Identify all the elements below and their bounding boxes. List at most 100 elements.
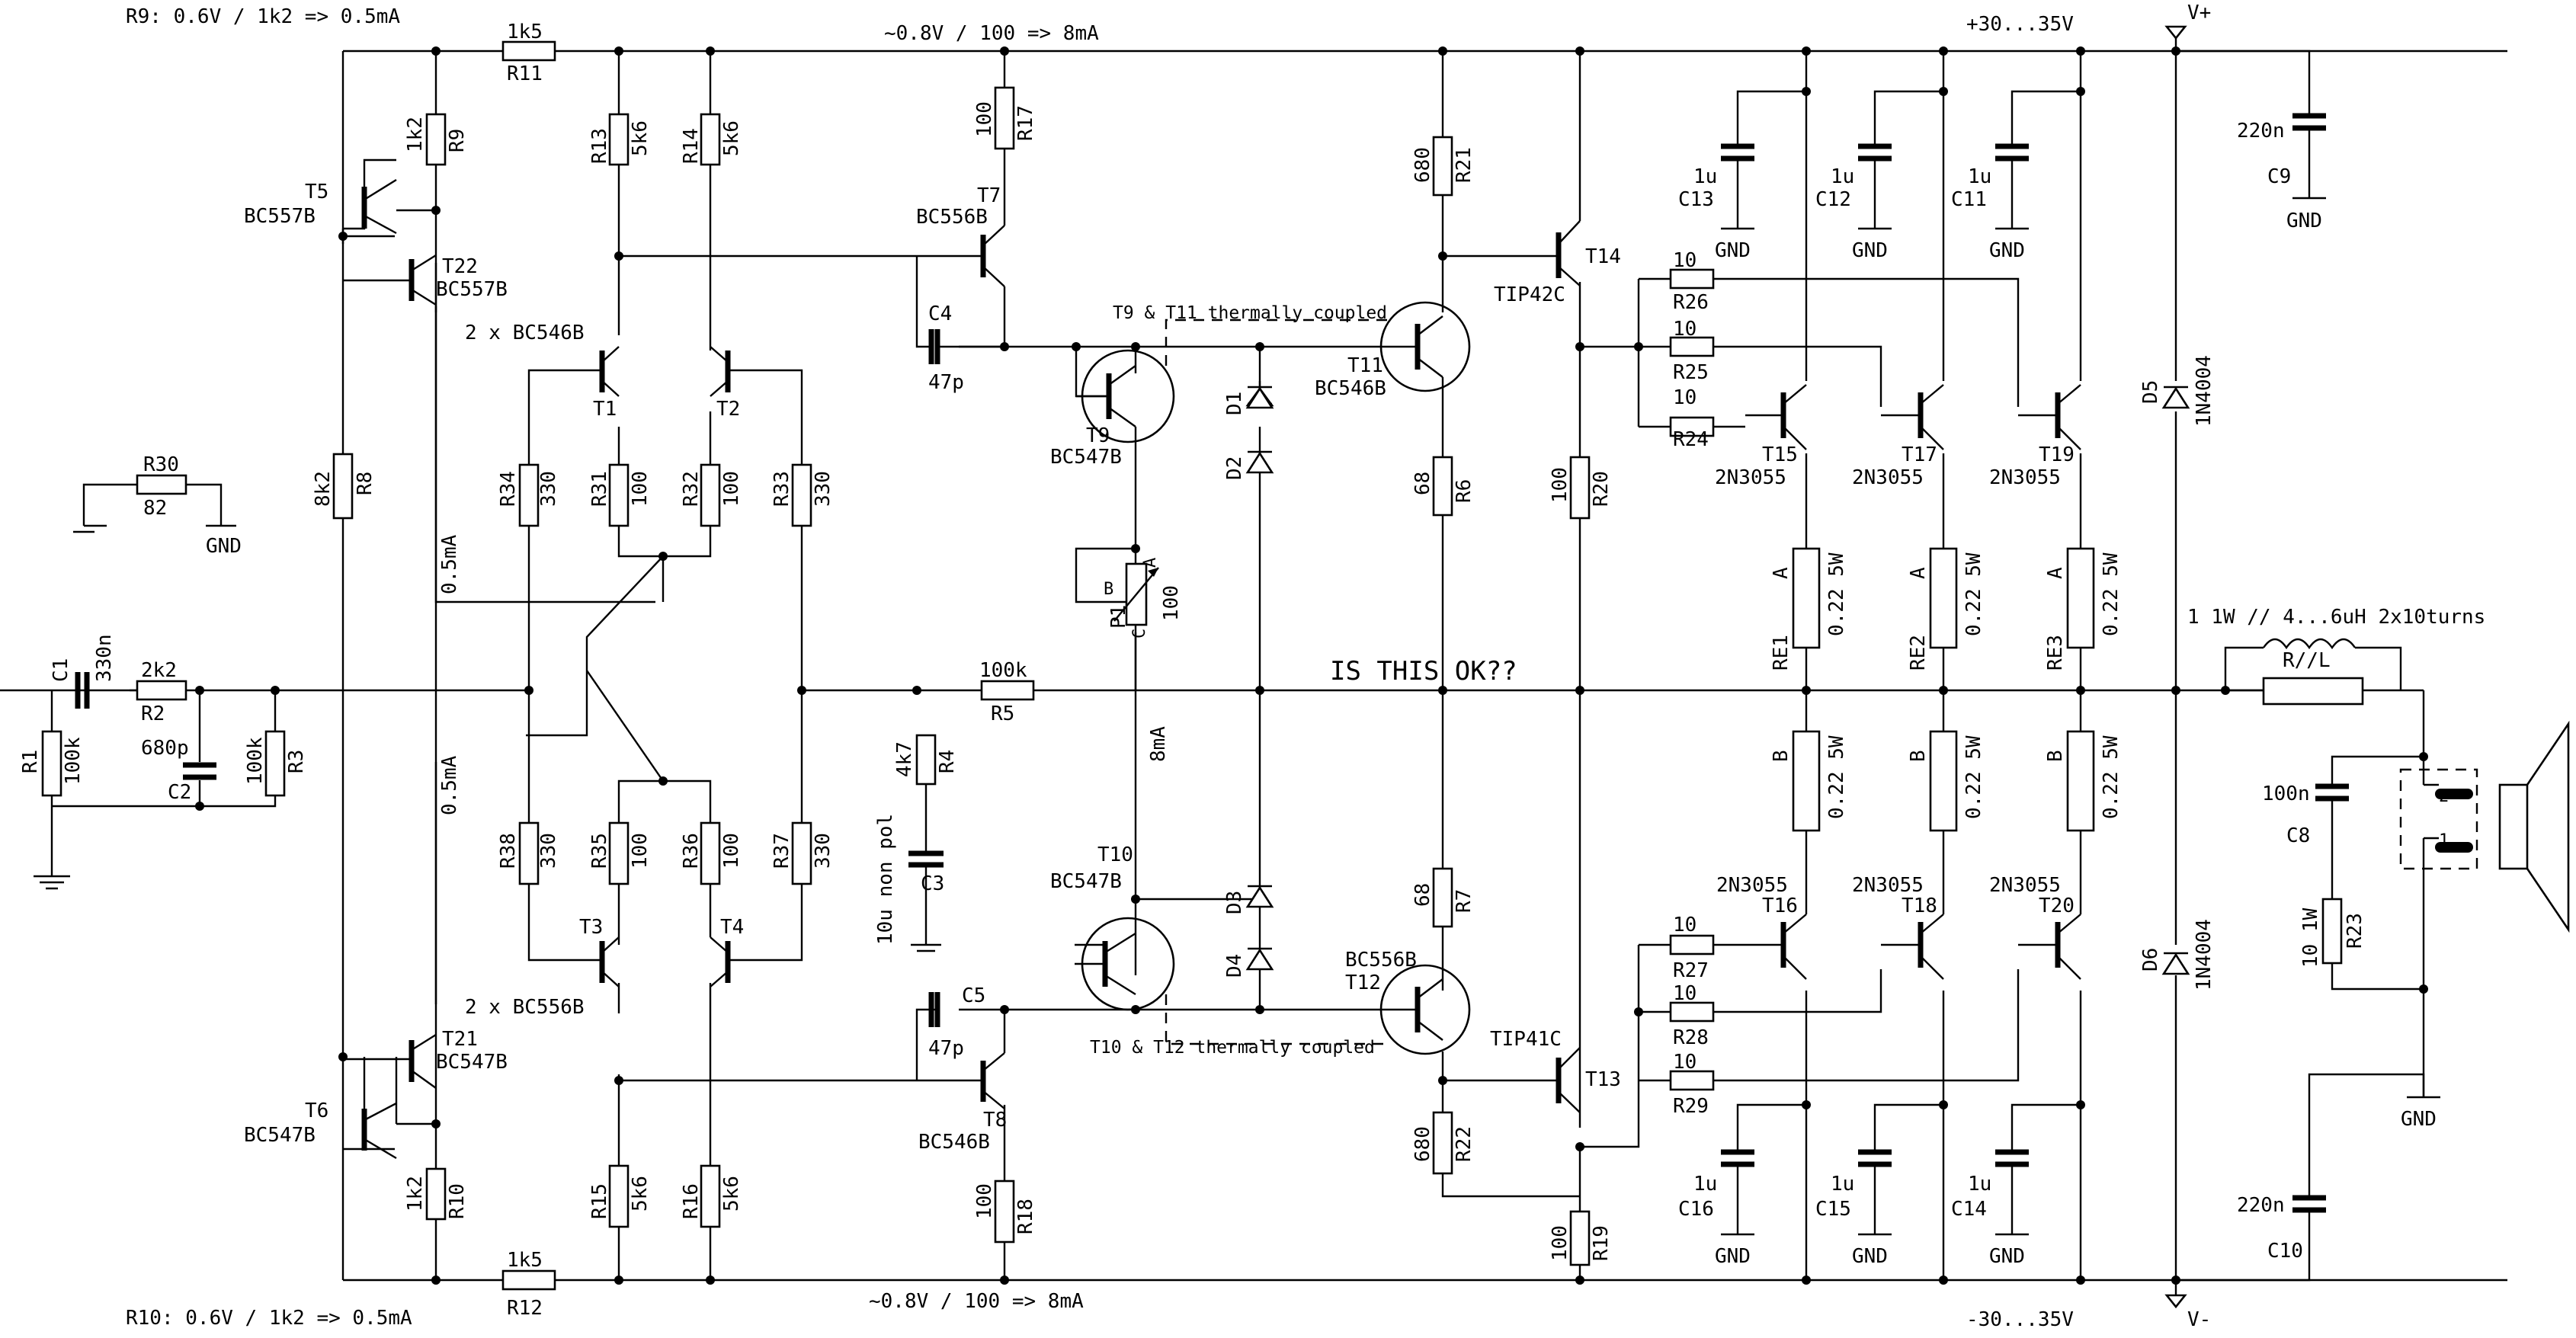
r27-name: R27 [1673, 959, 1709, 982]
diode-d4-symbol [1245, 947, 1274, 971]
c11-name: C11 [1951, 188, 1987, 211]
r9-name: R9 [446, 129, 469, 152]
r36-name: R36 [680, 833, 703, 869]
speaker-pin-2: 2 [2439, 787, 2449, 806]
r12-name: R12 [507, 1297, 543, 1320]
r34-name: R34 [497, 471, 520, 507]
t4-name: T4 [720, 916, 744, 939]
diode-d3-symbol [1245, 885, 1274, 908]
r3-value: 100k [244, 737, 267, 785]
re2-name: RE2 [1907, 635, 1930, 671]
t22-part: BC557B [436, 278, 508, 301]
c10-value: 220n [2237, 1194, 2285, 1217]
rail-positive: V+ [2187, 2, 2211, 24]
diode-d2-symbol [1245, 450, 1274, 474]
c8-name: C8 [2286, 824, 2310, 847]
gnd-label: GND [1715, 1245, 1751, 1268]
diode-d6-symbol [2161, 952, 2190, 975]
rl-parallel-label: R//L [2283, 649, 2331, 672]
c13-value: 1u [1693, 165, 1717, 188]
question-note: IS THIS OK?? [1330, 656, 1517, 687]
c5-value: 47p [928, 1037, 964, 1060]
r24-name: R24 [1673, 428, 1709, 451]
r25-name: R25 [1673, 361, 1709, 384]
c2-name: C2 [168, 781, 191, 804]
r4-value: 4k7 [893, 741, 916, 777]
rail-negative: V- [2187, 1308, 2211, 1331]
d6-part: 1N4004 [2193, 919, 2216, 991]
t1-name: T1 [593, 398, 617, 421]
r9-value: 1k2 [404, 117, 427, 152]
p1-pin-a: A [1141, 558, 1160, 568]
thermal-note-bottom: T10 & T12 thermally coupled [1090, 1038, 1375, 1058]
potentiometer-p1 [1113, 562, 1159, 626]
r19-name: R19 [1590, 1225, 1613, 1261]
t15-name: T15 [1762, 443, 1798, 466]
speaker [2399, 720, 2570, 933]
r11-name: R11 [507, 62, 543, 85]
r2-name: R2 [141, 703, 165, 725]
r17-value: 100 [973, 101, 996, 137]
t12-part: BC556B [1345, 949, 1417, 971]
t15-part: 2N3055 [1715, 466, 1786, 489]
c11-value: 1u [1968, 165, 1991, 188]
gnd-label: GND [2286, 210, 2322, 232]
thermal-note-top: T9 & T11 thermally coupled [1113, 303, 1387, 323]
c8-value: 100n [2262, 783, 2310, 805]
t13-name: T13 [1585, 1068, 1621, 1091]
t9-part: BC547B [1050, 446, 1122, 469]
r31-value: 100 [629, 471, 652, 507]
pair-npn-note: 2 x BC546B [465, 322, 585, 344]
t7-name: T7 [977, 184, 1001, 207]
r37-name: R37 [771, 833, 793, 869]
p1-value: 100 [1160, 585, 1183, 621]
gnd-label: GND [1852, 239, 1888, 262]
tap-b: B [1907, 750, 1930, 762]
t18-name: T18 [1902, 895, 1937, 917]
tap-b: B [1770, 750, 1793, 762]
re3-value-b: 0.22 5W [2100, 735, 2123, 819]
r22-name: R22 [1453, 1126, 1475, 1162]
r8-name: R8 [354, 472, 376, 495]
r15-value: 5k6 [629, 1176, 652, 1212]
d1-label: D1 [1223, 392, 1246, 415]
r7-value: 68 [1411, 883, 1434, 907]
t12-name: T12 [1345, 971, 1381, 994]
r38-value: 330 [537, 833, 560, 869]
t20-part: 2N3055 [1989, 874, 2061, 897]
r11-value: 1k5 [507, 21, 543, 43]
r17-name: R17 [1014, 105, 1037, 141]
r12-value: 1k5 [507, 1249, 543, 1272]
t3-name: T3 [579, 916, 603, 939]
r20-value: 100 [1549, 467, 1572, 503]
t6-part: BC547B [244, 1124, 316, 1147]
output-inductor [2263, 638, 2356, 650]
c16-value: 1u [1693, 1173, 1717, 1196]
d5-name: D5 [2139, 380, 2162, 404]
c14-name: C14 [1951, 1198, 1987, 1221]
r29-name: R29 [1673, 1095, 1709, 1118]
r18-name: R18 [1014, 1199, 1037, 1234]
r9-note: R9: 0.6V / 1k2 => 0.5mA [126, 5, 400, 28]
t7-part: BC556B [916, 206, 988, 229]
r13-name: R13 [588, 128, 611, 164]
r33-name: R33 [771, 471, 793, 507]
gnd-label: GND [1989, 239, 2025, 262]
re3-name: RE3 [2044, 635, 2067, 671]
t14-name: T14 [1585, 245, 1621, 268]
r26-name: R26 [1673, 291, 1709, 314]
t10-name: T10 [1097, 843, 1133, 866]
r23-name: R23 [2344, 913, 2366, 949]
gnd-label: GND [1715, 239, 1751, 262]
t16-name: T16 [1762, 895, 1798, 917]
c5-name: C5 [962, 984, 985, 1007]
labels: R9: 0.6V / 1k2 => 0.5mA R10: 0.6V / 1k2 … [19, 2, 2485, 1331]
current-b: 0.5mA [438, 755, 461, 815]
c4-name: C4 [928, 302, 952, 325]
rail-arrows [2164, 25, 2187, 1309]
t18-part: 2N3055 [1852, 874, 1924, 897]
r31-name: R31 [588, 471, 611, 507]
t19-name: T19 [2039, 443, 2075, 466]
transistors [343, 178, 2081, 1160]
c1-value: 330n [93, 634, 116, 682]
